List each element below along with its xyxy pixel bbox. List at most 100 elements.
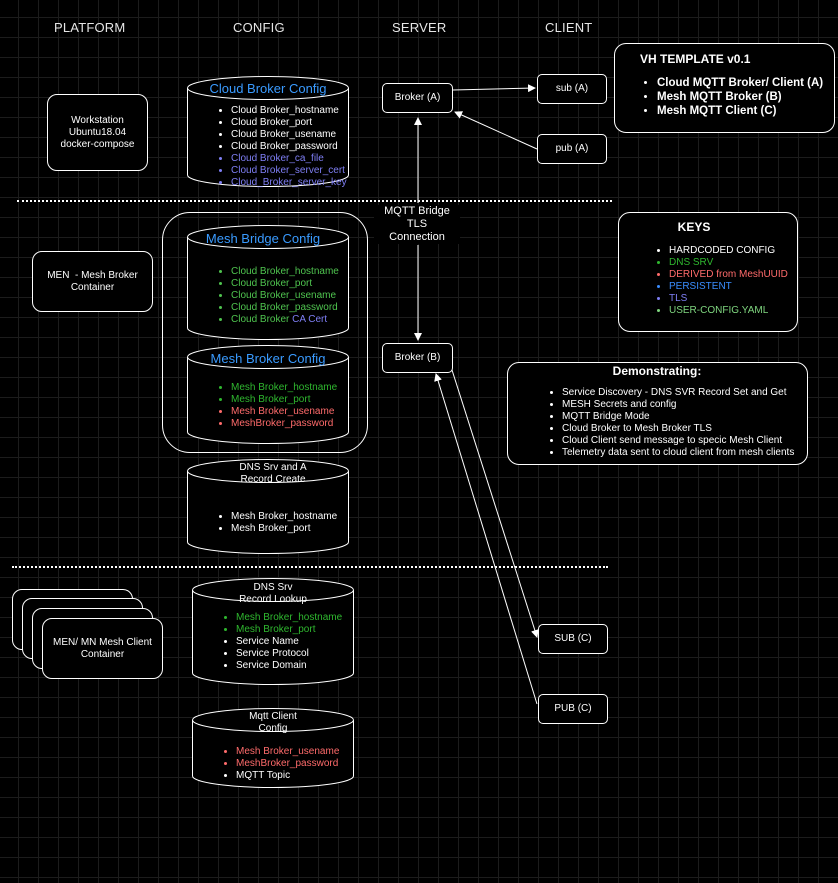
list-item: DERIVED from MeshUUID: [669, 269, 788, 281]
list-item: USER-CONFIG.YAML: [669, 305, 788, 317]
list-item: Mesh Broker_hostname: [231, 511, 337, 523]
list-item: Cloud Broker_hostname: [231, 266, 339, 278]
column-header-platform: PLATFORM: [54, 20, 126, 35]
list-item: Mesh Broker_usename: [231, 406, 337, 418]
cloud-broker-config-title: Cloud Broker Config: [209, 81, 327, 96]
keys-list: HARDCODED CONFIG DNS SRV DERIVED from Me…: [655, 245, 788, 317]
bridge-label-line-3: Connection: [389, 231, 445, 243]
mqtt-client-config-list: Mesh Broker_usename MeshBroker_password …: [222, 746, 339, 782]
list-item: Cloud Broker_hostname: [231, 105, 347, 117]
mesh-broker-config-title: Mesh Broker Config: [210, 351, 326, 366]
list-item: Service Domain: [236, 660, 342, 672]
column-header-server: SERVER: [392, 20, 447, 35]
list-item: Mesh MQTT Broker (B): [657, 90, 823, 104]
list-item: Service Discovery - DNS SVR Record Set a…: [562, 387, 794, 399]
list-item: Telemetry data sent to cloud client from…: [562, 447, 794, 459]
list-item: Cloud Client send message to specic Mesh…: [562, 435, 794, 447]
column-header-client: CLIENT: [545, 20, 593, 35]
workstation-line-2: Ubuntu18.04: [68, 126, 127, 138]
list-item: Cloud Broker_usename: [231, 129, 347, 141]
list-item: Cloud Broker_usename: [231, 290, 339, 302]
separator-line-top: [17, 200, 612, 202]
mesh-broker-config-cylinder: [187, 345, 349, 444]
list-item: PERSISTENT: [669, 281, 788, 293]
mesh-bridge-config-list: Cloud Broker_hostname Cloud Broker_port …: [217, 266, 339, 326]
dns-lookup-title: DNS Srv Record Lookup: [187, 582, 359, 606]
mesh-broker-container-line-2: Container: [70, 281, 115, 293]
mesh-broker-config-list: Mesh Broker_hostname Mesh Broker_port Me…: [217, 382, 337, 430]
mqtt-bridge-label: MQTT Bridge TLS Connection: [374, 205, 460, 244]
sub-a-node[interactable]: sub (A): [537, 74, 607, 104]
dns-lookup-title-line-2: Record Lookup: [239, 594, 307, 605]
list-item: Mesh Broker_port: [231, 394, 337, 406]
list-item: Cloud Broker CA Cert: [231, 314, 339, 326]
bridge-label-line-1: MQTT Bridge: [384, 205, 450, 217]
dns-lookup-title-line-1: DNS Srv: [253, 582, 293, 593]
sub-c-node[interactable]: SUB (C): [538, 624, 608, 654]
list-item: Mesh Broker_usename: [236, 746, 339, 758]
mesh-config-group: [162, 212, 368, 453]
list-item: Mesh Broker_hostname: [236, 612, 342, 624]
mqtt-client-config-title: Mqtt Client Config: [192, 711, 354, 735]
list-item: Mesh Broker_hostname: [231, 382, 337, 394]
mesh-bridge-config-cylinder: [187, 225, 349, 340]
pub-c-node[interactable]: PUB (C): [538, 694, 608, 724]
list-item: Mesh Broker_port: [236, 624, 342, 636]
column-header-config: CONFIG: [233, 20, 285, 35]
cloud-broker-config-list: Cloud Broker_hostname Cloud Broker_port …: [217, 105, 347, 189]
list-item: MeshBroker_password: [236, 758, 339, 770]
demonstrating-title: Demonstrating:: [612, 364, 702, 378]
demonstrating-panel: Demonstrating: Service Discovery - DNS S…: [507, 362, 808, 465]
list-item: Mesh Broker_port: [231, 523, 337, 535]
list-item: DNS SRV: [669, 257, 788, 269]
list-item: Service Protocol: [236, 648, 342, 660]
dns-lookup-cylinder: [192, 578, 354, 685]
mesh-bridge-config-title: Mesh Bridge Config: [205, 231, 321, 246]
list-item: TLS: [669, 293, 788, 305]
dns-create-list: Mesh Broker_hostname Mesh Broker_port: [217, 511, 337, 535]
list-item: Mesh MQTT Client (C): [657, 104, 823, 118]
dns-create-title: DNS Srv and A Record Create: [187, 462, 359, 486]
list-item: Service Name: [236, 636, 342, 648]
cloud-broker-config-cylinder: [187, 76, 349, 187]
list-item: MQTT Topic: [236, 770, 339, 782]
list-item: Cloud Broker_password: [231, 302, 339, 314]
mqtt-client-config-title-line-1: Mqtt Client: [249, 711, 297, 722]
keys-panel: KEYS HARDCODED CONFIG DNS SRV DERIVED fr…: [618, 212, 798, 332]
list-item: Cloud Broker_port: [231, 117, 347, 129]
template-panel: VH TEMPLATE v0.1 Cloud MQTT Broker/ Clie…: [614, 43, 835, 133]
list-item: Cloud Broker_server_cert: [231, 165, 347, 177]
list-item: MESH Secrets and config: [562, 399, 794, 411]
list-item: Cloud Broker to Mesh Broker TLS: [562, 423, 794, 435]
ca-cert-label: CA Cert: [292, 314, 328, 325]
mqtt-client-config-cylinder: [192, 708, 354, 788]
demonstrating-list: Service Discovery - DNS SVR Record Set a…: [548, 387, 794, 459]
pub-a-node[interactable]: pub (A): [537, 134, 607, 164]
broker-b-node[interactable]: Broker (B): [382, 343, 453, 373]
template-title: VH TEMPLATE v0.1: [640, 52, 751, 66]
list-item: Cloud Broker_ca_file: [231, 153, 347, 165]
list-item: Cloud MQTT Broker/ Client (A): [657, 76, 823, 90]
list-item: MQTT Bridge Mode: [562, 411, 794, 423]
list-item: MeshBroker_password: [231, 418, 337, 430]
dns-create-title-line-1: DNS Srv and A: [239, 462, 307, 473]
workstation-line-3: docker-compose: [60, 138, 135, 150]
ca-cert-prefix: Cloud Broker: [231, 314, 293, 325]
list-item: Cloud Broker_password: [231, 141, 347, 153]
list-item: Cloud_Broker_server_key: [231, 177, 347, 189]
dns-create-title-line-2: Record Create: [240, 474, 306, 485]
template-list: Cloud MQTT Broker/ Client (A) Mesh MQTT …: [643, 76, 823, 118]
mqtt-client-config-title-line-2: Config: [258, 723, 288, 734]
workstation-line-1: Workstation: [71, 114, 124, 126]
bridge-label-line-2: TLS: [406, 218, 428, 230]
dns-lookup-list: Mesh Broker_hostname Mesh Broker_port Se…: [222, 612, 342, 672]
dns-create-cylinder: [187, 459, 349, 554]
platform-workstation-box[interactable]: Workstation Ubuntu18.04 docker-compose: [47, 94, 148, 171]
platform-mesh-broker-container[interactable]: MEN - Mesh Broker Container: [32, 251, 153, 312]
list-item: Cloud Broker_port: [231, 278, 339, 290]
platform-mesh-client-container[interactable]: MEN/ MN Mesh Client Container: [42, 618, 163, 679]
keys-title: KEYS: [677, 220, 711, 234]
mesh-client-container-line-2: Container: [80, 648, 125, 660]
mesh-broker-container-line-1: MEN - Mesh Broker: [47, 269, 138, 281]
broker-a-node[interactable]: Broker (A): [382, 83, 453, 113]
